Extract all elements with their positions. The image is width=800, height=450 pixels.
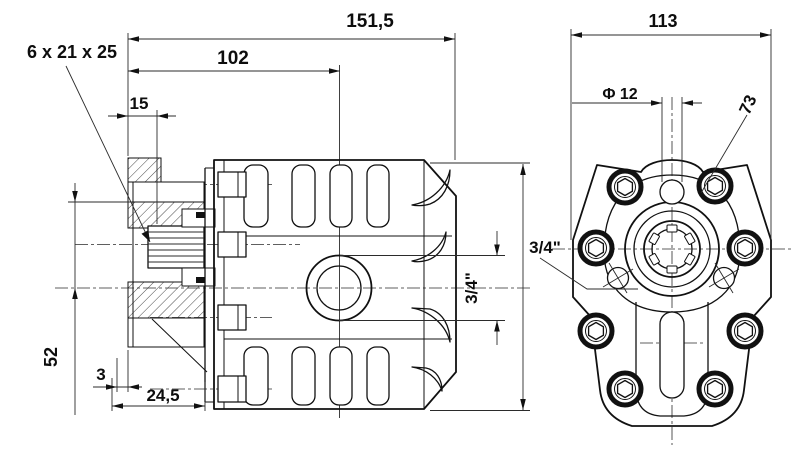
snap-ring-lower <box>196 277 205 283</box>
bolt <box>726 312 764 350</box>
dim-flange-thickness: 24,5 <box>146 386 179 405</box>
dim-pilot-depth: 3 <box>96 365 105 384</box>
bolt <box>577 312 615 350</box>
front-outline <box>572 159 772 427</box>
assembly-bolts <box>217 171 247 403</box>
dimensions-side: 6 x 21 x 25 151,5 102 15 52 3 24,5 3/4" <box>27 11 530 415</box>
dim-front-step: 15 <box>130 94 149 113</box>
dim-body-length: 102 <box>217 48 249 69</box>
spline-shaft <box>147 208 216 287</box>
dim-spline-spec: 6 x 21 x 25 <box>27 42 117 62</box>
dowel-hole-left <box>602 262 634 294</box>
pump-body <box>204 159 457 410</box>
bolt <box>577 229 615 267</box>
dim-overall-length: 151,5 <box>346 11 394 32</box>
bolt <box>696 370 734 408</box>
flange-tab-hatched <box>127 157 162 183</box>
mounting-bolts <box>577 167 764 408</box>
spline-teeth <box>648 224 696 274</box>
dim-bolt-circle: 73 <box>735 92 760 117</box>
dowel-hole-right <box>708 262 740 294</box>
top-hole <box>659 179 685 205</box>
bolt <box>606 370 644 408</box>
rib-slots-bottom <box>243 346 390 406</box>
dim-top-hole: Φ 12 <box>602 86 637 103</box>
bolt <box>606 168 644 206</box>
rear-cover-cutouts <box>411 169 451 392</box>
rib-slots-top <box>243 164 390 228</box>
side-section-view: 6 x 21 x 25 151,5 102 15 52 3 24,5 3/4" <box>27 11 533 418</box>
splined-bore <box>624 201 720 297</box>
dim-side-port: 3/4" <box>462 272 481 304</box>
dim-front-width: 113 <box>648 11 677 31</box>
side-port-circle <box>305 254 373 322</box>
snap-ring-upper <box>196 212 205 218</box>
dim-front-port: 3/4" <box>529 238 561 257</box>
bolt <box>726 229 764 267</box>
dim-flange-height: 52 <box>41 347 61 367</box>
front-view: 113 Φ 12 73 3/4" <box>529 11 792 445</box>
bolt <box>696 167 734 205</box>
suction-channel <box>635 302 709 417</box>
